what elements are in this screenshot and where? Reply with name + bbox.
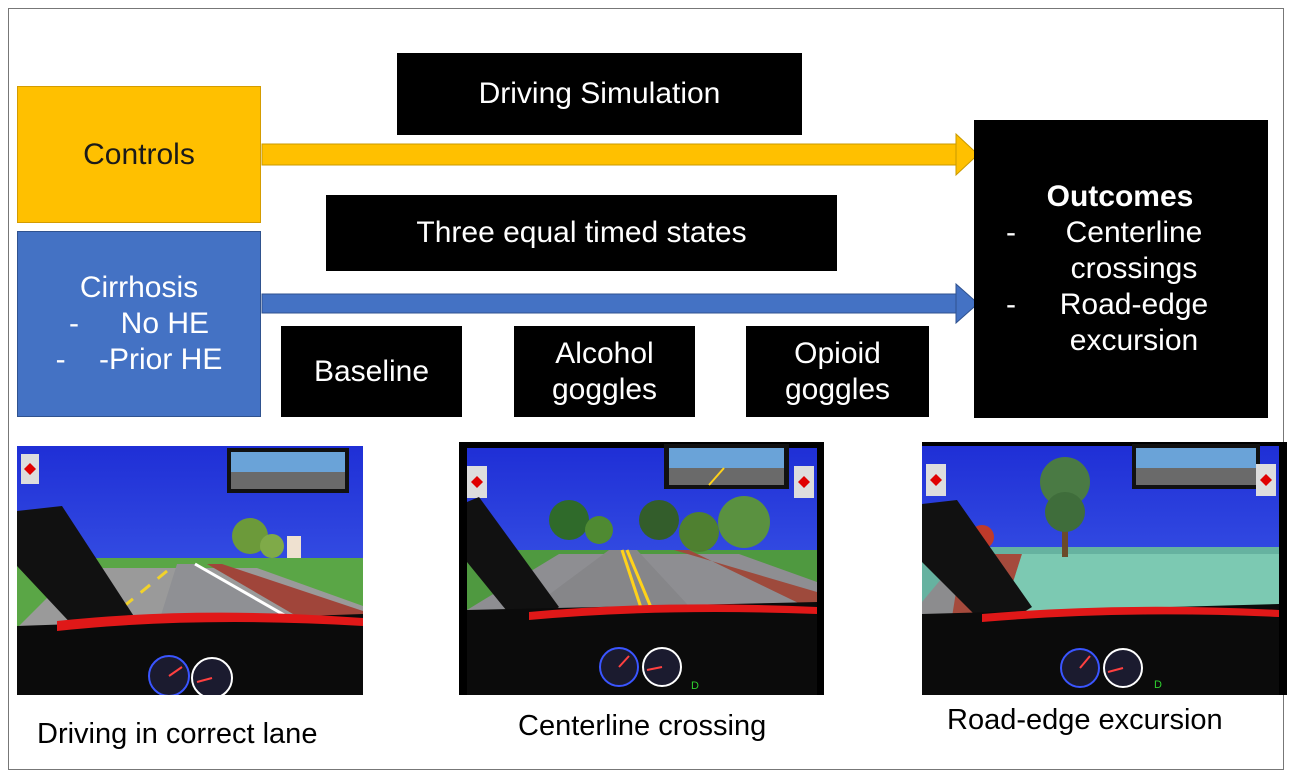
outcome-dash: -: [1006, 216, 1016, 249]
driving-simulation-label: Driving Simulation: [478, 77, 721, 110]
gear-indicator: D: [691, 680, 699, 692]
gear-indicator: D: [1154, 679, 1162, 691]
cirrhosis-label: Cirrhosis: [79, 271, 199, 304]
cirrhosis-item-no-he: - No HE: [68, 307, 210, 340]
outcome-dash: -: [1006, 288, 1016, 321]
outcomes-title: Outcomes: [1046, 180, 1194, 213]
figure-frame: [8, 8, 1284, 770]
simulator-screenshot-centerline: D: [459, 442, 824, 695]
cirrhosis-box: Cirrhosis - No HE - -Prior HE: [17, 231, 261, 417]
outcome-item: - Road-edge: [988, 287, 1234, 323]
caption-centerline-crossing: Centerline crossing: [518, 710, 767, 742]
caption-correct-lane: Driving in correct lane: [37, 718, 318, 750]
cirrhosis-item-prior-he: - -Prior HE: [55, 343, 223, 376]
outcome-roadedge-line2: excursion: [1069, 324, 1199, 357]
simulator-screenshot-correct-lane: [17, 446, 363, 695]
outcome-centerline-line1: Centerline: [1065, 216, 1203, 249]
caption-road-edge-excursion: Road-edge excursion: [947, 704, 1223, 736]
controls-arrow: [261, 132, 979, 177]
controls-box: Controls: [17, 86, 261, 223]
three-states-label: Three equal timed states: [416, 216, 747, 249]
cirrhosis-arrow: [261, 282, 979, 325]
outcome-item: - Centerline: [988, 215, 1234, 251]
alcohol-label-line1: Alcohol: [555, 336, 654, 370]
controls-label: Controls: [83, 137, 195, 171]
outcome-centerline-line2: crossings: [1070, 252, 1198, 285]
opioid-goggles-box: Opioid goggles: [746, 326, 929, 417]
opioid-label-line2: goggles: [784, 372, 891, 406]
outcome-item-cont: crossings: [988, 251, 1234, 287]
alcohol-goggles-box: Alcohol goggles: [514, 326, 695, 417]
outcome-roadedge-line1: Road-edge: [1059, 288, 1209, 321]
alcohol-label-line2: goggles: [551, 372, 658, 406]
baseline-box: Baseline: [281, 326, 462, 417]
driving-simulation-box: Driving Simulation: [397, 53, 802, 135]
simulator-screenshot-road-edge: D: [922, 442, 1287, 695]
opioid-label-line1: Opioid: [794, 336, 881, 370]
three-states-box: Three equal timed states: [326, 195, 837, 271]
baseline-label: Baseline: [313, 354, 430, 388]
outcomes-box: Outcomes - Centerline crossings - Road-e…: [974, 120, 1268, 418]
outcome-item-cont: excursion: [988, 323, 1234, 359]
